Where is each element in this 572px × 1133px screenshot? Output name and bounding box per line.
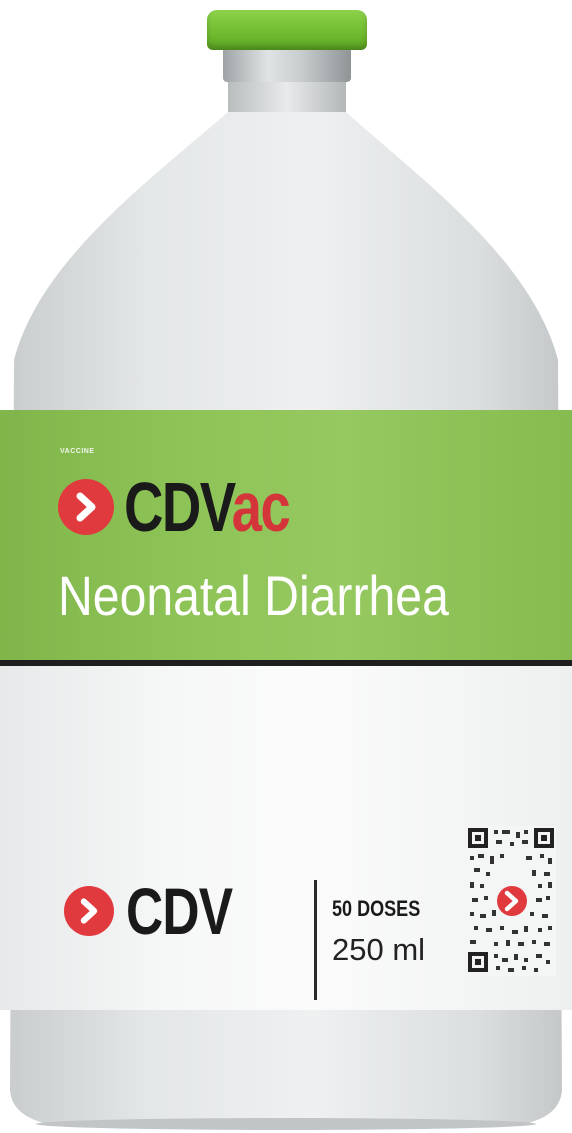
chevron-right-icon: [58, 479, 114, 535]
brand-name-suffix: ac: [231, 468, 291, 546]
brand-name-main: CDV: [124, 468, 233, 546]
vertical-divider: [314, 880, 317, 1000]
category-tag: VACCINE: [60, 448, 95, 455]
company-logo: CDV: [64, 878, 262, 944]
chevron-right-icon: [64, 886, 114, 936]
dose-count: 50 DOSES: [332, 896, 421, 921]
label-divider-line: [0, 660, 572, 666]
qr-code-icon: [466, 826, 556, 976]
bottle-neck-ring: [223, 48, 351, 82]
product-name: Neonatal Diarrhea: [58, 564, 449, 627]
label-green-band: [0, 410, 572, 662]
bottle-cap: [207, 10, 367, 50]
brand-name: CDVac: [124, 472, 291, 542]
company-name: CDV: [126, 874, 233, 948]
volume: 250 ml: [332, 932, 426, 967]
brand-logo: CDVac: [58, 462, 336, 552]
